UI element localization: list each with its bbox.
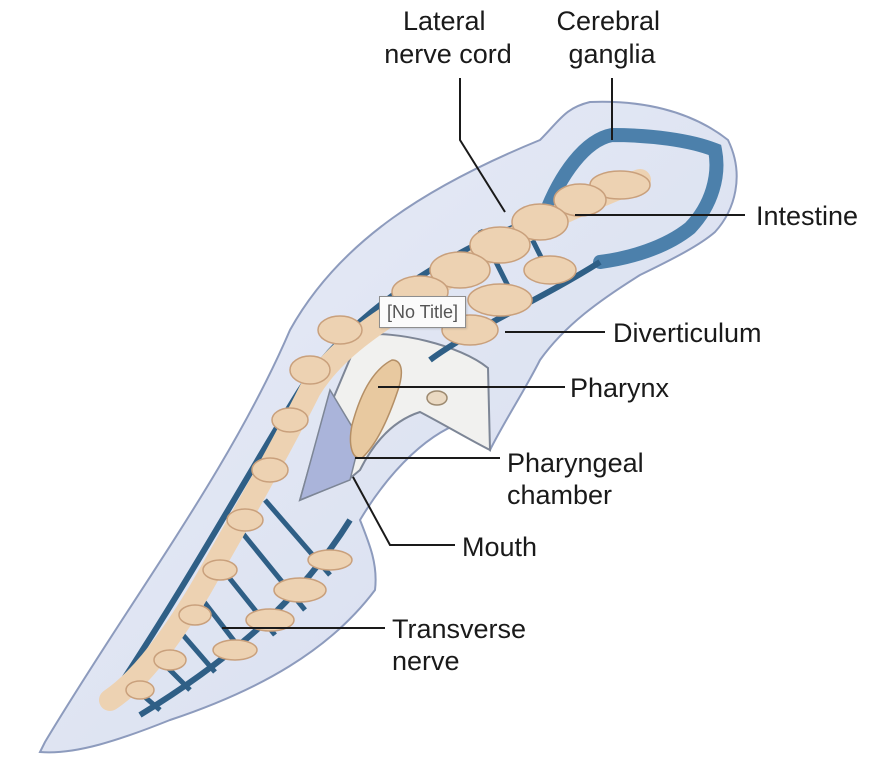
label-mouth: Mouth	[462, 532, 537, 562]
label-lateral-nerve-cord: Lateral nerve cord	[384, 6, 512, 69]
label-cerebral-ganglia: Cerebral ganglia	[556, 6, 667, 69]
label-diverticulum: Diverticulum	[613, 318, 762, 348]
leader-mouth	[352, 476, 455, 546]
no-title-tooltip: [No Title]	[379, 296, 467, 328]
leader-lateral-nerve-cord	[459, 78, 506, 213]
pharynx-opening	[426, 390, 448, 406]
label-intestine: Intestine	[756, 201, 858, 231]
cerebral-ganglia	[538, 127, 724, 269]
pharyngeal-chamber-inner	[298, 388, 361, 502]
label-transverse-nerve: Transverse nerve	[392, 614, 534, 676]
pharynx	[349, 359, 403, 459]
label-pharyngeal-chamber: Pharyngeal chamber	[507, 448, 651, 510]
label-pharynx: Pharynx	[570, 373, 670, 403]
leader-lines	[222, 78, 745, 629]
